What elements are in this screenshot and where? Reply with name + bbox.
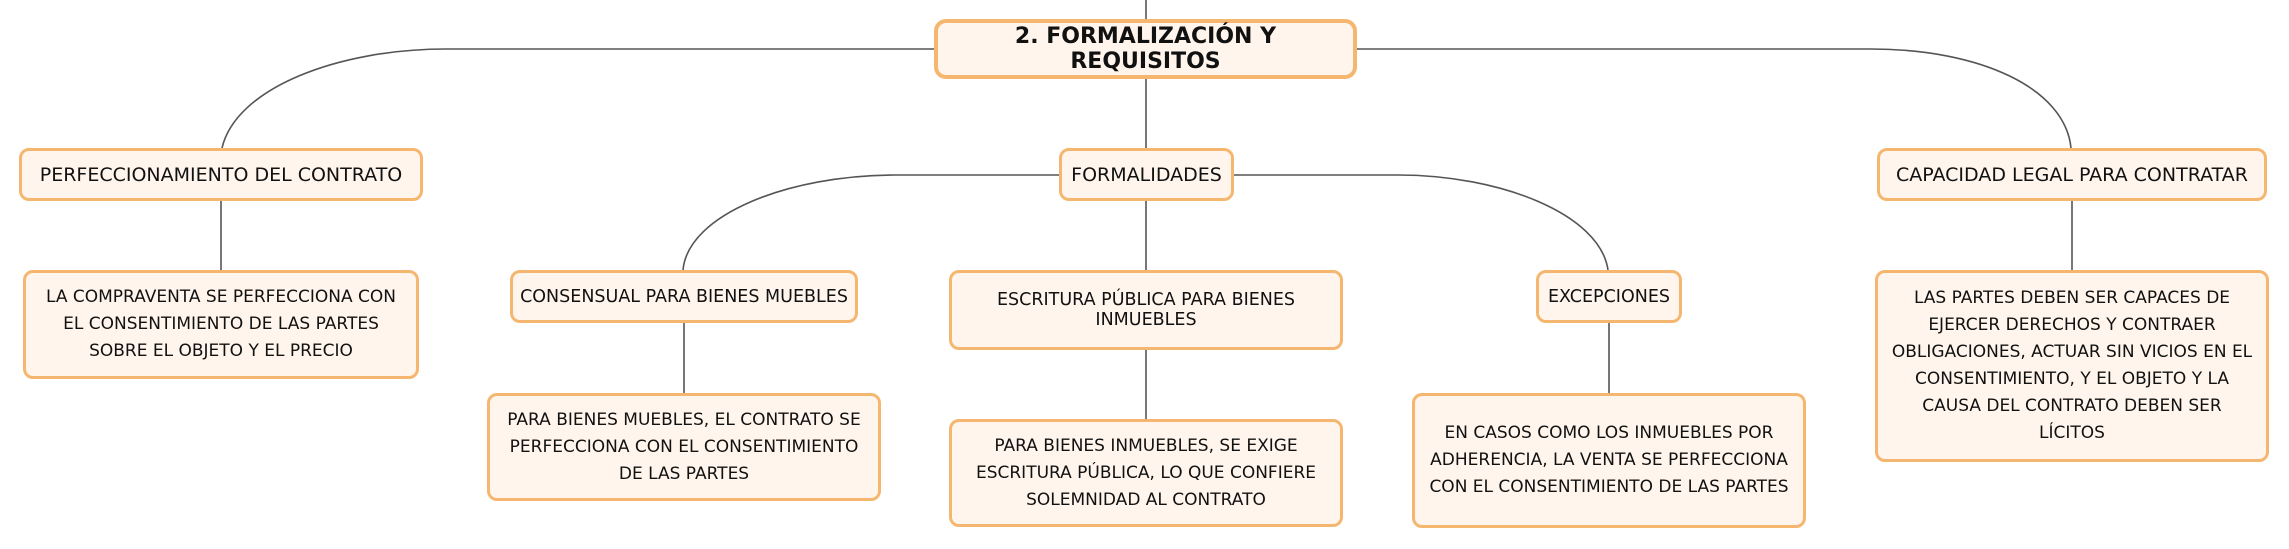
perfeccionamiento-label: PERFECCIONAMIENTO DEL CONTRATO [39,163,403,186]
root-label: 2. FORMALIZACIÓN Y REQUISITOS [1014,24,1277,74]
consensual-label: CONSENSUAL PARA BIENES MUEBLES [520,286,848,307]
excepciones-detail-text: EN CASOS COMO LOS INMUEBLES POR ADHERENC… [1429,423,1789,497]
node-consensual-detail[interactable]: PARA BIENES MUEBLES, EL CONTRATO SE PERF… [487,393,881,501]
consensual-detail-text: PARA BIENES MUEBLES, EL CONTRATO SE PERF… [507,409,861,484]
root-node[interactable]: 2. FORMALIZACIÓN Y REQUISITOS [934,19,1357,79]
connector-formalidades-to-consensual [682,174,1060,271]
escritura-label: ESCRITURA PÚBLICA PARA BIENES INMUEBLES [996,290,1296,330]
formalidades-label: FORMALIDADES [1071,163,1222,186]
node-escritura[interactable]: ESCRITURA PÚBLICA PARA BIENES INMUEBLES [949,270,1343,350]
node-formalidades[interactable]: FORMALIDADES [1059,148,1234,201]
escritura-detail-text: PARA BIENES INMUEBLES, SE EXIGE ESCRITUR… [975,435,1317,510]
capacidad-label: CAPACIDAD LEGAL PARA CONTRATAR [1896,163,2248,186]
node-consensual[interactable]: CONSENSUAL PARA BIENES MUEBLES [510,270,858,323]
node-capacidad[interactable]: CAPACIDAD LEGAL PARA CONTRATAR [1877,148,2267,201]
connector-root-to-perfeccionamiento [221,48,934,149]
connector-root-to-capacidad [1356,48,2072,149]
node-perfeccionamiento[interactable]: PERFECCIONAMIENTO DEL CONTRATO [19,148,423,201]
node-perfeccionamiento-detail[interactable]: LA COMPRAVENTA SE PERFECCIONA CON EL CON… [23,270,419,379]
node-excepciones[interactable]: EXCEPCIONES [1536,270,1682,323]
capacidad-detail-text: LAS PARTES DEBEN SER CAPACES DE EJERCER … [1891,288,2253,443]
excepciones-label: EXCEPCIONES [1547,286,1670,307]
perfeccionamiento-detail-text: LA COMPRAVENTA SE PERFECCIONA CON EL CON… [45,287,397,361]
node-capacidad-detail[interactable]: LAS PARTES DEBEN SER CAPACES DE EJERCER … [1875,270,2269,462]
connector-formalidades-to-excepciones [1233,174,1609,271]
node-excepciones-detail[interactable]: EN CASOS COMO LOS INMUEBLES POR ADHERENC… [1412,393,1806,528]
node-escritura-detail[interactable]: PARA BIENES INMUEBLES, SE EXIGE ESCRITUR… [949,419,1343,527]
